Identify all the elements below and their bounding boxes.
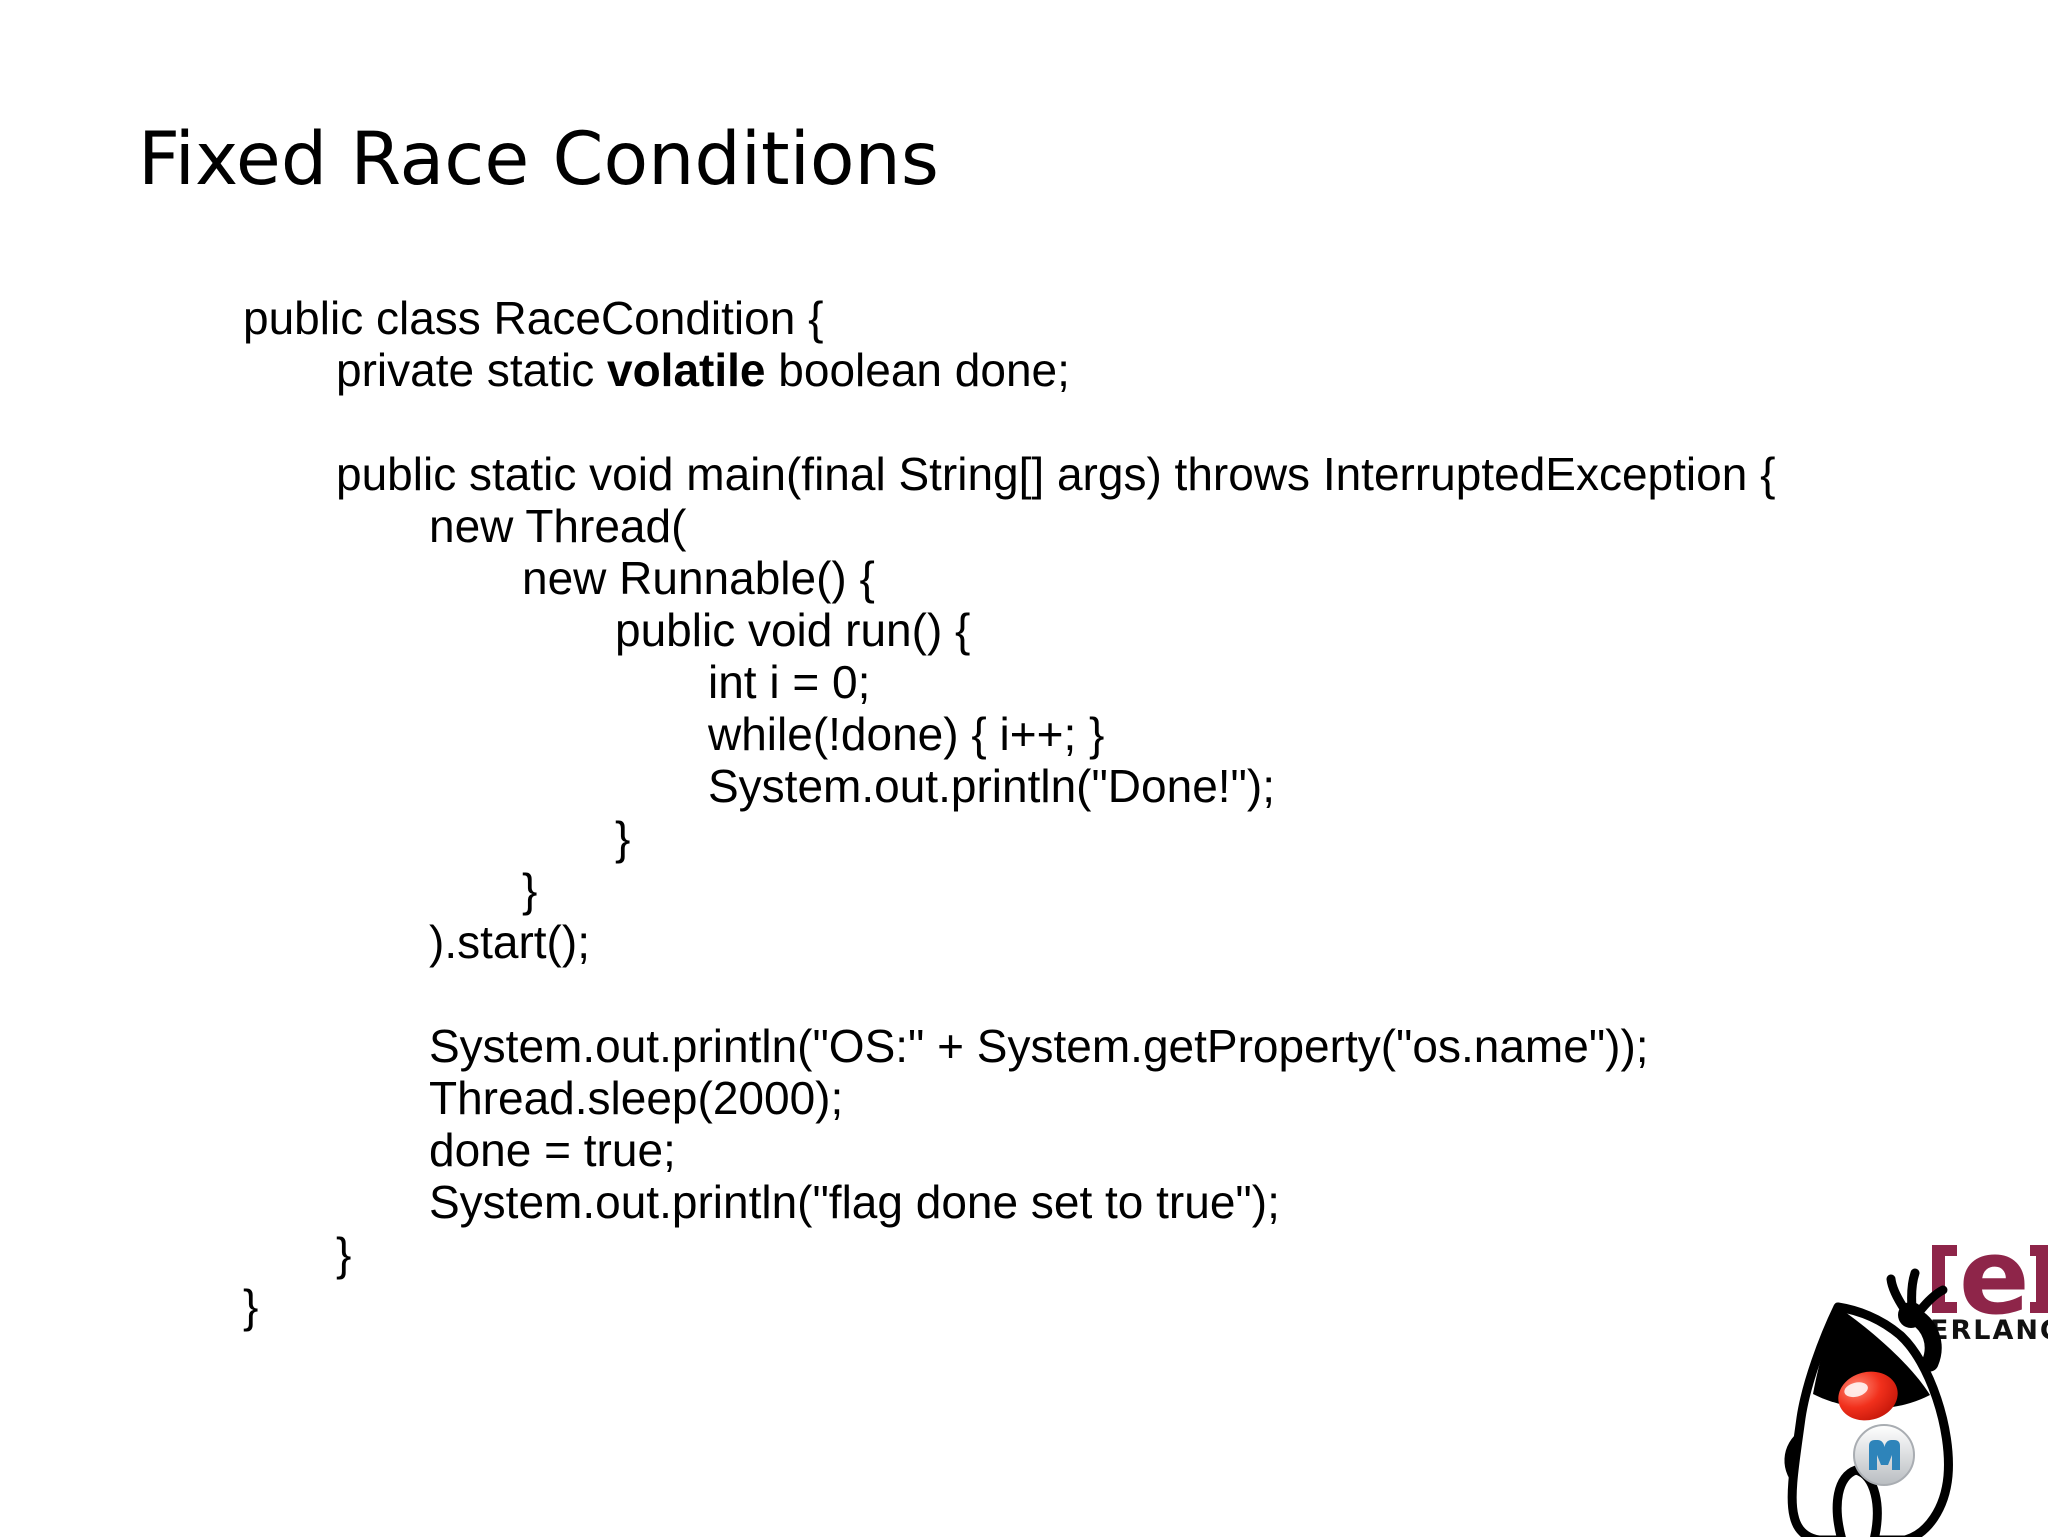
- duke-hat: [1813, 1307, 1930, 1409]
- code-line: System.out.println("Done!");: [708, 760, 1275, 812]
- code-line: [243, 968, 1775, 1020]
- code-line: public void run() {: [615, 604, 971, 656]
- code-line: new Runnable() {: [522, 552, 875, 604]
- erlang-logo: e ERLANG: [1930, 1242, 2048, 1342]
- erlang-bracket-right-icon: [2030, 1245, 2048, 1313]
- code-line: [243, 396, 1775, 448]
- duke-finger-icon: [1907, 1268, 1920, 1313]
- code-line: private static volatile boolean done;: [336, 344, 1070, 396]
- duke-finger-icon: [1886, 1274, 1910, 1315]
- code-line: public class RaceCondition {: [243, 292, 824, 344]
- code-line: ).start();: [429, 916, 590, 968]
- erlang-wordmark: ERLANG: [1930, 1315, 2048, 1342]
- code-line: }: [243, 1280, 259, 1332]
- code-line: }: [522, 864, 538, 916]
- duke-finger-icon: [1914, 1285, 1948, 1317]
- duke-graphic: [1784, 1268, 1953, 1537]
- code-block: public class RaceCondition {private stat…: [243, 292, 1775, 1332]
- code-line: System.out.println("OS:" + System.getPro…: [429, 1020, 1649, 1072]
- page-title: Fixed Race Conditions: [138, 117, 939, 202]
- code-line: public static void main(final String[] a…: [336, 448, 1776, 500]
- java-duke-mascot: [1778, 1266, 1973, 1537]
- erlang-e-glyph: e: [1959, 1242, 2030, 1338]
- mule-badge: [1853, 1424, 1915, 1486]
- code-line: Thread.sleep(2000);: [429, 1072, 844, 1124]
- erlang-logo-graphic: e ERLANG: [1930, 1242, 2048, 1342]
- mule-m-icon: [1869, 1440, 1900, 1470]
- code-line: }: [615, 812, 631, 864]
- code-line: int i = 0;: [708, 656, 871, 708]
- duke-nose: [1838, 1371, 1898, 1421]
- code-line: }: [336, 1228, 352, 1280]
- code-line: while(!done) { i++; }: [708, 708, 1105, 760]
- code-line: done = true;: [429, 1124, 676, 1176]
- code-line: new Thread(: [429, 500, 687, 552]
- code-line: System.out.println("flag done set to tru…: [429, 1176, 1280, 1228]
